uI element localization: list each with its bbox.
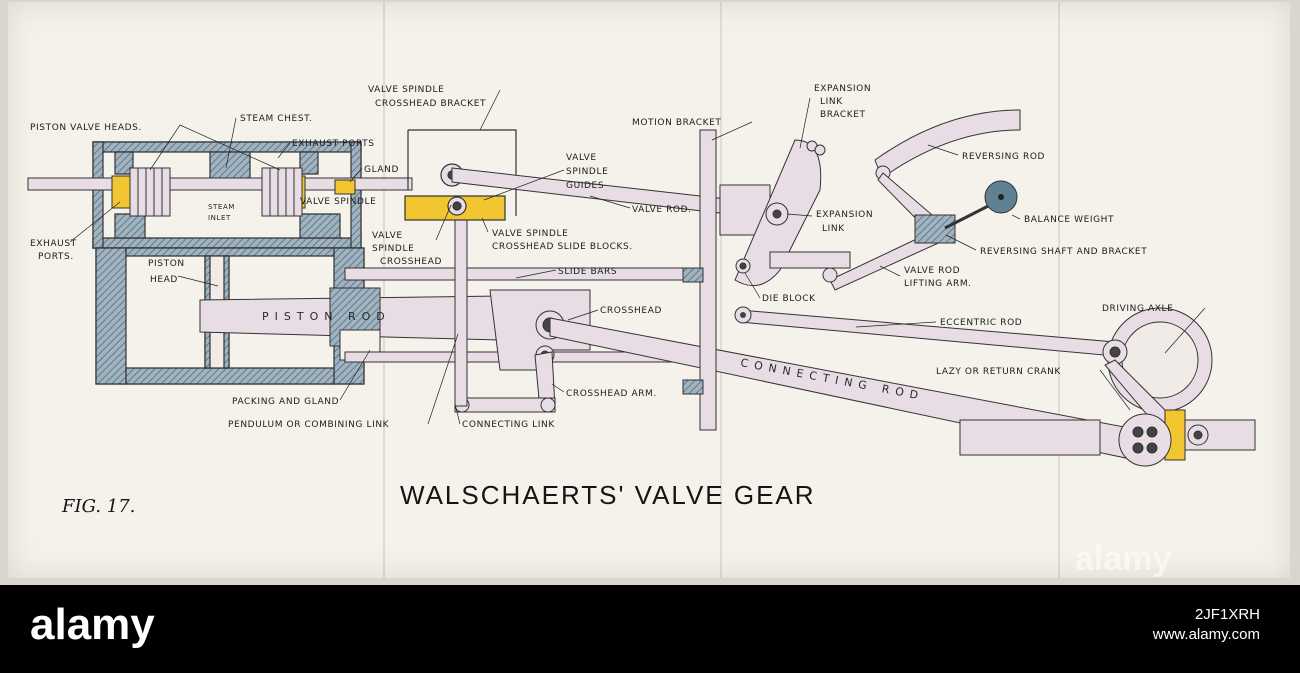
valve-spindle-rod [27, 175, 413, 209]
label-vs-crosshead-1: VALVE [372, 231, 403, 241]
label-crosshead-arm: CROSSHEAD ARM. [566, 389, 657, 399]
fold-line [720, 2, 722, 578]
label-valve-rod: VALVE ROD. [632, 205, 692, 215]
label-motion-bracket: MOTION BRACKET [632, 118, 722, 128]
label-die-block: DIE BLOCK [762, 294, 816, 304]
watermark: alamy [1075, 540, 1172, 578]
label-vs-guides-1: VALVE [566, 153, 597, 163]
vs-crosshead-bracket [404, 129, 517, 221]
label-vs-crosshead-bracket-1: VALVE SPINDLE [368, 85, 444, 95]
leader-lines [69, 89, 1206, 425]
label-vr-lifting-arm-2: LIFTING ARM. [904, 279, 972, 289]
label-exhaust-ports-top: EXHAUST PORTS [292, 139, 375, 149]
label-vs-crosshead-bracket-2: CROSSHEAD BRACKET [375, 99, 486, 109]
label-piston-valve-heads: PISTON VALVE HEADS. [30, 123, 142, 133]
label-piston-head-1: PISTON [148, 259, 185, 269]
piston-valve-heads [129, 167, 303, 217]
balance-weight [984, 180, 1018, 214]
pendulum-link [452, 201, 470, 407]
label-slide-bars: SLIDE BARS [558, 267, 617, 277]
label-vs-slide-blocks-2: CROSSHEAD SLIDE BLOCKS. [492, 242, 633, 252]
piston-rod-shape [199, 287, 501, 361]
label-vs-crosshead-2: SPINDLE [372, 244, 414, 254]
label-return-crank: LAZY OR RETURN CRANK [936, 367, 1061, 377]
label-crosshead: CROSSHEAD [600, 306, 662, 316]
label-steam-inlet-1: STEAM [208, 203, 235, 211]
label-connecting-link: CONNECTING LINK [462, 420, 555, 430]
label-exp-link-1: EXPANSION [816, 210, 873, 220]
label-balance-weight: BALANCE WEIGHT [1024, 215, 1114, 225]
fold-line [383, 2, 385, 578]
label-eccentric-rod: ECCENTRIC ROD [940, 318, 1022, 328]
crosshead-arm [454, 351, 556, 413]
label-vs-guides-2: SPINDLE [566, 167, 608, 177]
label-pendulum-link: PENDULUM OR COMBINING LINK [228, 420, 390, 430]
scan-background [0, 0, 1300, 585]
fold-line [1058, 2, 1060, 578]
label-exp-link-2: LINK [822, 224, 845, 234]
label-vs-crosshead-3: CROSSHEAD [380, 257, 442, 267]
label-exp-link-bracket-1: EXPANSION [814, 84, 871, 94]
image-id: 2JF1XRH [1194, 606, 1260, 623]
label-reversing-rod: REVERSING ROD [962, 152, 1045, 162]
label-exp-link-bracket-2: LINK [820, 97, 843, 107]
expansion-link [734, 139, 826, 287]
label-valve-spindle: VALVE SPINDLE [300, 197, 376, 207]
image-info: 2JF1XRH www.alamy.com [1153, 605, 1260, 645]
eccentric-rod [734, 306, 1116, 357]
label-steam-chest: STEAM CHEST. [240, 114, 313, 124]
label-gland: GLAND [364, 165, 399, 175]
driving-axle [959, 307, 1256, 467]
label-exhaust-ports-left-2: PORTS. [38, 252, 74, 262]
diagram-title: WALSCHAERTS' VALVE GEAR [400, 480, 816, 510]
brand-logo[interactable]: alamy [30, 600, 155, 649]
label-exhaust-ports-left-1: EXHAUST [30, 239, 77, 249]
figure-number: FIG. 17. [61, 496, 135, 517]
label-vr-lifting-arm-1: VALVE ROD [904, 266, 960, 276]
label-vs-slide-blocks-1: VALVE SPINDLE [492, 229, 568, 239]
label-packing-and-gland: PACKING AND GLAND [232, 397, 339, 407]
label-exp-link-bracket-3: BRACKET [820, 110, 866, 120]
label-reversing-shaft: REVERSING SHAFT AND BRACKET [980, 247, 1147, 257]
valve-gear-diagram: PISTON VALVE HEADS. STEAM CHEST. EXHAUST… [27, 84, 1256, 517]
label-vs-guides-3: GUIDES [566, 181, 604, 191]
label-driving-axle: DRIVING AXLE [1102, 304, 1173, 314]
label-steam-inlet-2: INLET [208, 214, 231, 222]
reversing-gear [769, 109, 1021, 291]
label-piston-rod: PISTON ROD [262, 310, 391, 323]
label-piston-head-2: HEAD [150, 275, 178, 285]
labels: PISTON VALVE HEADS. STEAM CHEST. EXHAUST… [30, 84, 1173, 430]
footer-bar: alamy 2JF1XRH www.alamy.com [0, 585, 1300, 673]
site-url[interactable]: www.alamy.com [1152, 626, 1260, 643]
